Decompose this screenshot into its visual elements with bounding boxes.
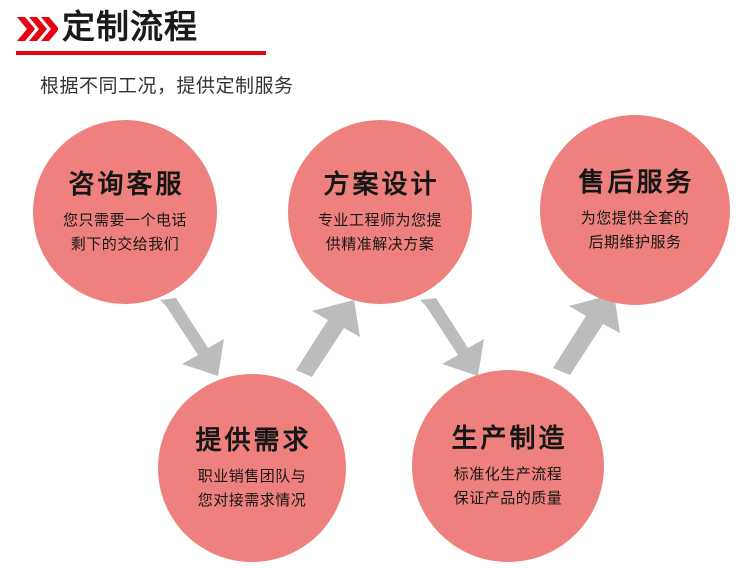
page-header: 定制流程 bbox=[0, 0, 750, 62]
step-description-line-2: 保证产品的质量 bbox=[453, 489, 563, 507]
arrow-down-right-icon bbox=[152, 298, 234, 378]
page-subtitle: 根据不同工况，提供定制服务 bbox=[40, 75, 294, 97]
step-description-line-1: 标准化生产流程 bbox=[453, 465, 563, 483]
step-circle-production[interactable]: 生产制造 标准化生产流程 保证产品的质量 bbox=[412, 370, 604, 562]
step-description-line-1: 您只需要一个电话 bbox=[62, 211, 187, 229]
step-title: 生产制造 bbox=[451, 424, 568, 454]
step-description-line-2: 供精准解决方案 bbox=[325, 235, 435, 253]
step-circle-design[interactable]: 方案设计 专业工程师为您提 供精准解决方案 bbox=[288, 120, 472, 304]
step-description-line-2: 后期维护服务 bbox=[588, 233, 682, 251]
step-title: 售后服务 bbox=[578, 168, 695, 198]
step-description-line-1: 职业销售团队与 bbox=[197, 467, 307, 485]
title-underline bbox=[16, 51, 266, 55]
step-description: 专业工程师为您提 供精准解决方案 bbox=[318, 208, 442, 256]
arrow-up-right-icon bbox=[284, 298, 366, 378]
step-title: 提供需求 bbox=[195, 426, 312, 456]
step-description: 职业销售团队与 您对接需求情况 bbox=[198, 464, 307, 512]
triple-chevron-right-icon bbox=[16, 14, 59, 44]
step-circle-consult[interactable]: 咨询客服 您只需要一个电话 剩下的交给我们 bbox=[33, 120, 217, 304]
step-description-line-1: 专业工程师为您提 bbox=[317, 211, 442, 229]
step-description-line-2: 您对接需求情况 bbox=[197, 491, 307, 509]
step-circle-requirements[interactable]: 提供需求 职业销售团队与 您对接需求情况 bbox=[158, 374, 346, 562]
step-circle-aftersales[interactable]: 售后服务 为您提供全套的 后期维护服务 bbox=[540, 115, 730, 305]
arrow-down-right-icon bbox=[412, 298, 494, 378]
page-title: 定制流程 bbox=[62, 7, 198, 46]
step-description: 标准化生产流程 保证产品的质量 bbox=[454, 462, 563, 510]
step-description: 为您提供全套的 后期维护服务 bbox=[581, 206, 690, 254]
step-title: 咨询客服 bbox=[68, 170, 185, 200]
step-description: 您只需要一个电话 剩下的交给我们 bbox=[63, 208, 187, 256]
step-description-line-2: 剩下的交给我们 bbox=[70, 235, 180, 253]
arrow-up-right-icon bbox=[540, 292, 626, 376]
step-description-line-1: 为您提供全套的 bbox=[580, 209, 690, 227]
step-title: 方案设计 bbox=[323, 170, 440, 200]
